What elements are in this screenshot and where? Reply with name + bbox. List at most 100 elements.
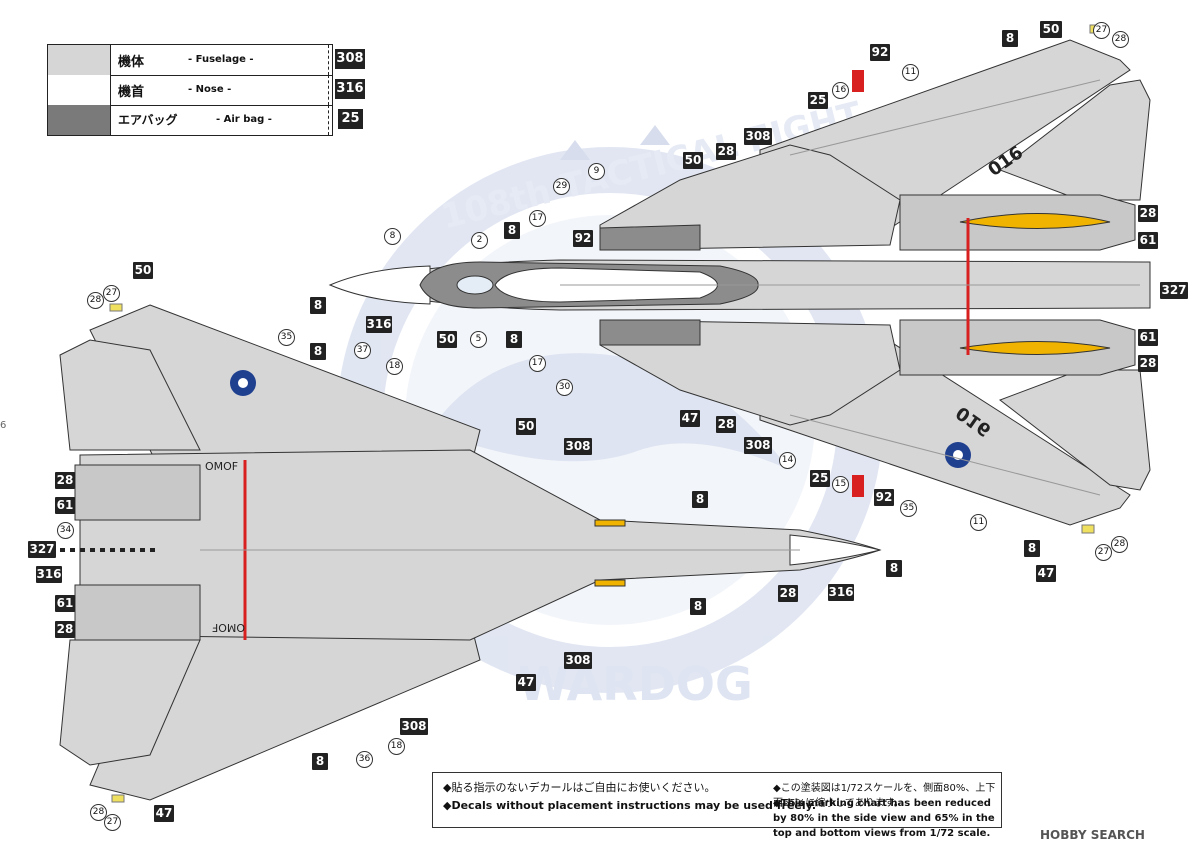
callout-box: 50 xyxy=(683,152,703,169)
callout-circle: 30 xyxy=(556,379,573,396)
legend-jp-nose: 機首 xyxy=(118,85,145,100)
legend-en-airbag: - Air bag - xyxy=(216,114,272,125)
bottom-text-lower: OMOF xyxy=(212,621,245,634)
callout-circle: 15 xyxy=(832,476,849,493)
callout-circle: 36 xyxy=(356,751,373,768)
fuselage-swatch xyxy=(48,45,111,75)
legend-jp-fuselage: 機体 xyxy=(118,55,145,70)
callout-circle: 11 xyxy=(902,64,919,81)
top-nose xyxy=(328,265,431,305)
callout-box: 61 xyxy=(1138,329,1158,346)
callout-circle: 5 xyxy=(470,331,487,348)
legend-code-airbag: 25 xyxy=(338,109,363,129)
callout-box: 61 xyxy=(1138,232,1158,249)
callout-circle: 29 xyxy=(553,178,570,195)
callout-box: 61 xyxy=(55,497,75,514)
callout-circle: 11 xyxy=(970,514,987,531)
callout-box: 8 xyxy=(1024,540,1040,557)
callout-box: 50 xyxy=(1040,21,1062,38)
legend-jp-airbag: エアバッグ xyxy=(118,113,178,127)
callout-box: 8 xyxy=(506,331,522,348)
callout-circle: 34 xyxy=(57,522,74,539)
callout-box: 327 xyxy=(28,541,56,558)
callout-circle: 9 xyxy=(588,163,605,180)
callout-circle: 27 xyxy=(103,285,120,302)
callout-box: 47 xyxy=(154,805,174,822)
legend-row-nose: 機首 - Nose - 316 xyxy=(48,75,365,106)
legend-row-fuselage: 機体 - Fuselage - 308 xyxy=(48,45,365,76)
airbag-swatch xyxy=(48,105,111,135)
callout-box: 28 xyxy=(1138,205,1158,222)
legend-en-fuselage: - Fuselage - xyxy=(188,54,254,65)
callout-box: 28 xyxy=(55,472,75,489)
callout-box: 25 xyxy=(808,92,828,109)
callout-circle: 28 xyxy=(90,804,107,821)
watermark-text: HOBBY SEARCH xyxy=(1040,828,1145,842)
callout-box: 28 xyxy=(778,585,798,602)
callout-box: 8 xyxy=(1002,30,1018,47)
callout-circle: 28 xyxy=(1112,31,1129,48)
callout-box: 50 xyxy=(437,331,457,348)
color-legend: 機体 - Fuselage - 308 機首 - Nose - 316 エアバッ… xyxy=(47,44,365,136)
legend-row-airbag: エアバッグ - Air bag - 25 xyxy=(48,105,363,135)
callout-box: 25 xyxy=(810,470,830,487)
note-en-scale: ◆This marking chart has been reduced by … xyxy=(773,798,995,839)
note-jp-decals: ◆貼る指示のないデカールはご自由にお使いください。 xyxy=(443,781,716,794)
notes-box: ◆貼る指示のないデカールはご自由にお使いください。 ◆Decals withou… xyxy=(432,772,1002,839)
callout-box: 47 xyxy=(680,410,700,427)
callout-circle: 28 xyxy=(1111,536,1128,553)
callout-box: 61 xyxy=(55,595,75,612)
callout-box: 92 xyxy=(874,489,894,506)
callout-box: 47 xyxy=(516,674,536,691)
callout-circle: 35 xyxy=(900,500,917,517)
callout-box: 327 xyxy=(1160,282,1188,299)
top-view-aircraft: 016 016 xyxy=(328,24,1151,534)
callout-circle: 14 xyxy=(779,452,796,469)
note-jp-scale: ◆この塗装図は1/72スケールを、側面80%、上下面65%に縮小してあります。 xyxy=(773,783,996,809)
callout-circle: 28 xyxy=(87,292,104,309)
callout-box: 316 xyxy=(366,316,392,333)
callout-box: 308 xyxy=(744,437,772,454)
callout-circle: 27 xyxy=(1095,544,1112,561)
legend-code-fuselage: 308 xyxy=(335,49,365,69)
callout-box: 8 xyxy=(310,343,326,360)
callout-box: 308 xyxy=(400,718,428,735)
callout-box: 8 xyxy=(504,222,520,239)
callout-box: 50 xyxy=(516,418,536,435)
callout-box: 28 xyxy=(1138,355,1158,372)
callout-box: 316 xyxy=(36,566,62,583)
callout-box: 8 xyxy=(310,297,326,314)
callout-circle: 37 xyxy=(354,342,371,359)
callout-box: 8 xyxy=(312,753,328,770)
legend-divider xyxy=(328,45,329,75)
legend-divider xyxy=(328,105,329,135)
callout-box: 28 xyxy=(716,143,736,160)
legend-en-nose: - Nose - xyxy=(188,84,232,95)
bottom-view-aircraft: OMOF OMOF xyxy=(59,303,882,803)
callout-box: 316 xyxy=(828,584,854,601)
callout-circle: 27 xyxy=(104,814,121,831)
callout-box: 308 xyxy=(564,438,592,455)
page-number: 6 xyxy=(0,420,7,431)
note-en-decals: ◆Decals without placement instructions m… xyxy=(443,799,817,812)
callout-circle: 16 xyxy=(832,82,849,99)
callout-box: 308 xyxy=(744,128,772,145)
callout-box: 50 xyxy=(133,262,153,279)
callout-box: 92 xyxy=(573,230,593,247)
bottom-text-upper: OMOF xyxy=(205,460,238,473)
callout-circle: 2 xyxy=(471,232,488,249)
callout-circle: 27 xyxy=(1093,22,1110,39)
callout-circle: 17 xyxy=(529,355,546,372)
legend-divider xyxy=(328,75,329,105)
callout-box: 28 xyxy=(716,416,736,433)
callout-box: 28 xyxy=(55,621,75,638)
callout-circle: 8 xyxy=(384,228,401,245)
callout-circle: 18 xyxy=(388,738,405,755)
callout-box: 308 xyxy=(564,652,592,669)
callout-circle: 35 xyxy=(278,329,295,346)
callout-box: 8 xyxy=(690,598,706,615)
callout-circle: 17 xyxy=(529,210,546,227)
legend-code-nose: 316 xyxy=(335,79,365,99)
emblem-bottom-text: WARDOG xyxy=(518,657,753,711)
